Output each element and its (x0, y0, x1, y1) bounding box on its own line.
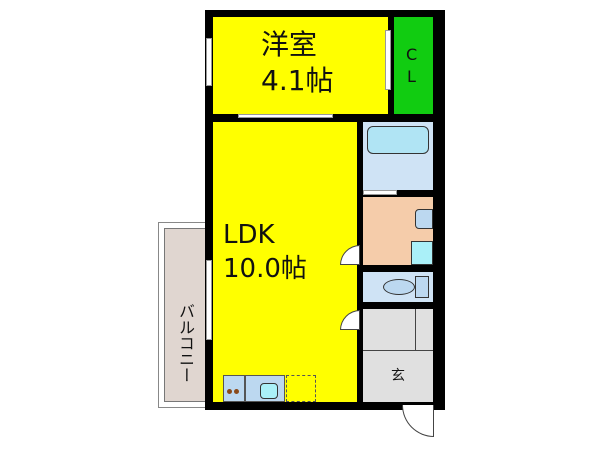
ldk-name: LDK (223, 220, 275, 250)
fridge-space (286, 375, 316, 402)
room-ldk: LDK 10.0帖 (213, 122, 357, 402)
room-toilet (363, 272, 433, 302)
bathtub (367, 126, 429, 154)
room-washroom (363, 197, 433, 265)
balcony-floor (164, 228, 206, 402)
room-western: 洋室 4.1帖 (213, 17, 388, 114)
wash-basin (415, 209, 433, 229)
toilet-bowl (383, 279, 415, 295)
western-room-size: 4.1帖 (261, 64, 334, 97)
kitchen-stove (223, 375, 245, 402)
kitchen-sink (245, 375, 285, 402)
entrance-door (402, 405, 434, 437)
bathroom-door (363, 190, 397, 195)
washing-machine (411, 241, 433, 265)
closet-label-c: C (406, 45, 418, 64)
shoe-storage (363, 309, 433, 351)
balcony: バルコニー (158, 222, 210, 408)
room-bathroom (363, 122, 433, 190)
burner-icon (227, 389, 232, 394)
window (206, 38, 212, 86)
balcony-label: バルコニー (176, 303, 195, 383)
window (206, 260, 212, 340)
burner-icon (234, 389, 239, 394)
toilet-tank (415, 276, 429, 298)
sliding-door (238, 114, 333, 118)
ldk-size: 10.0帖 (223, 254, 307, 284)
western-room-name: 洋室 (261, 28, 318, 61)
sink-basin (260, 383, 278, 399)
divider (415, 309, 416, 351)
room-entrance: 玄 (363, 309, 433, 402)
room-closet: C L (394, 17, 433, 114)
closet-door (385, 30, 391, 90)
closet-label-l: L (407, 67, 416, 86)
entrance-label: 玄 (391, 368, 405, 384)
